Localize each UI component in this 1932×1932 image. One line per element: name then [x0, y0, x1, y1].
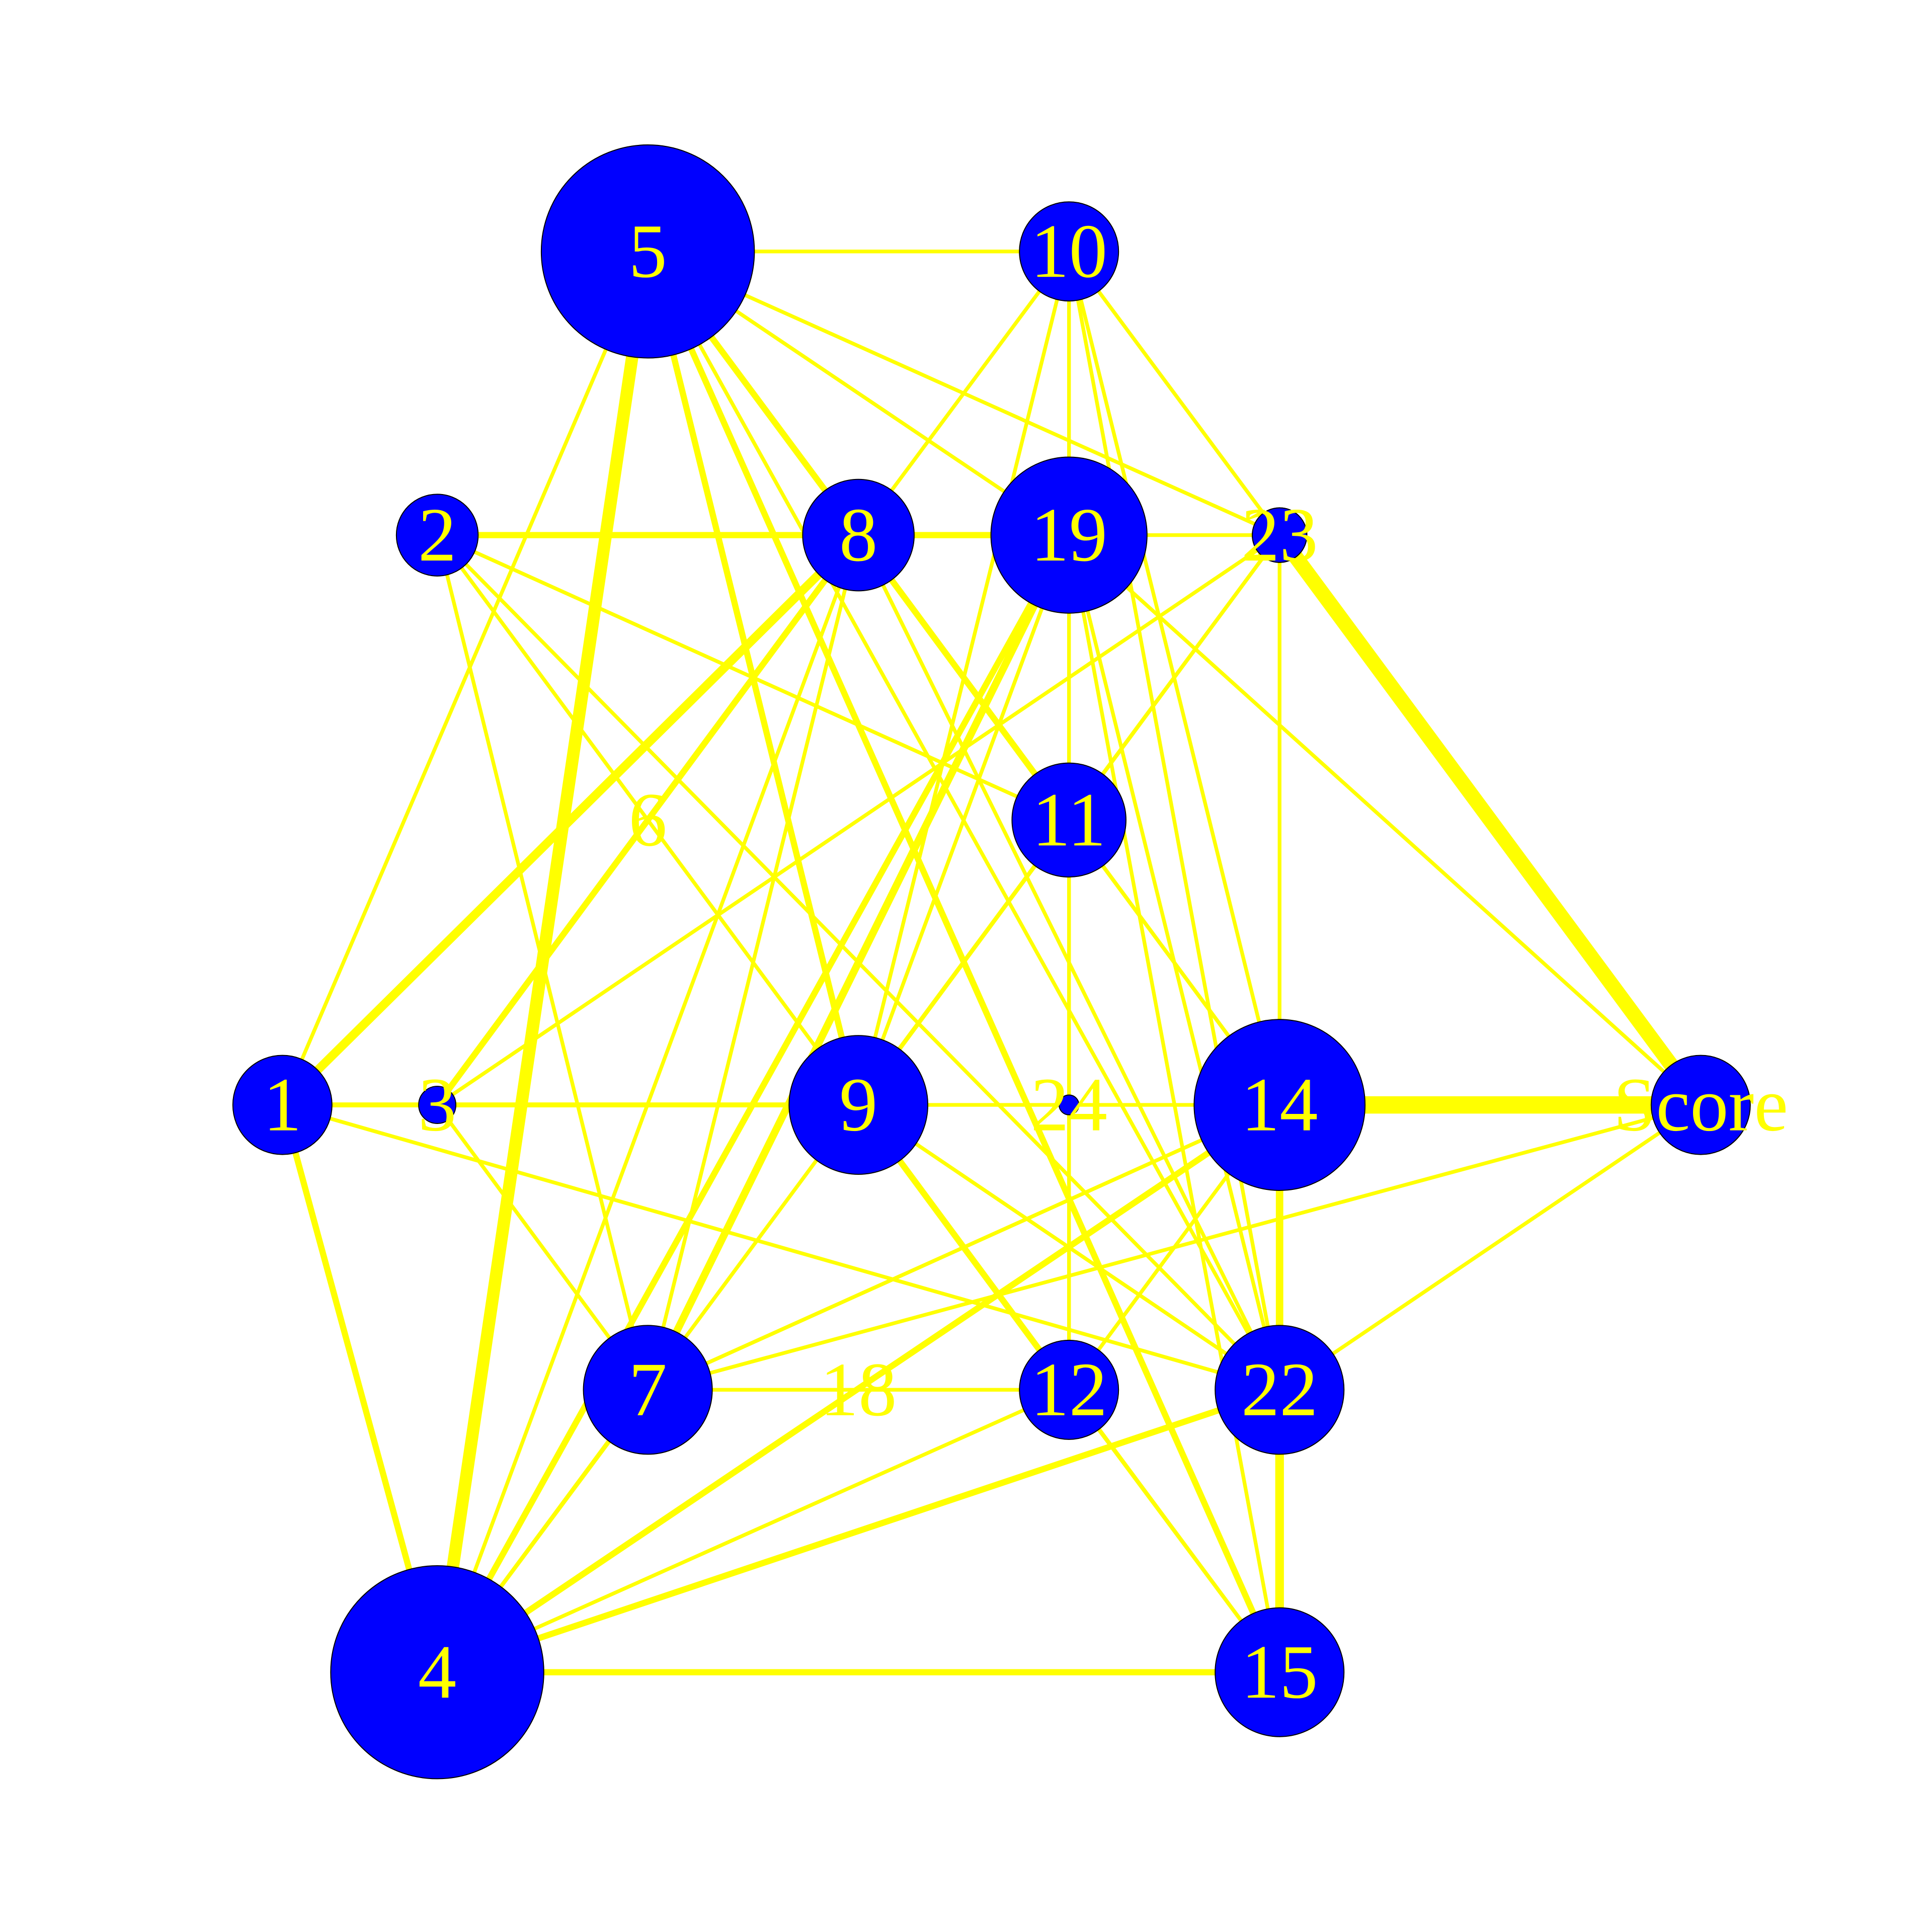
node-5: 5 [540, 144, 755, 359]
edge-23-3 [436, 533, 1281, 1107]
node-label-5: 5 [628, 209, 667, 294]
node-label-15: 15 [1241, 1630, 1318, 1715]
node-11: 11 [1011, 762, 1126, 878]
node-circle-15 [1215, 1607, 1345, 1737]
edge-5-1 [280, 251, 650, 1106]
node-label-4: 4 [418, 1630, 456, 1715]
node-layer: 1234567891011121314151819222324Score [232, 144, 1789, 1780]
node-circle-2 [395, 494, 479, 577]
node-label-9: 9 [839, 1063, 877, 1148]
edge-23-Score [1273, 530, 1707, 1109]
edge-19-9 [856, 534, 1071, 1106]
node-label-24: 24 [1030, 1063, 1107, 1148]
node-circle-3 [418, 1086, 457, 1124]
node-9: 9 [788, 1035, 929, 1175]
node-15: 15 [1215, 1607, 1345, 1737]
edge-10-8 [857, 250, 1071, 536]
node-circle-23 [1252, 507, 1308, 563]
node-label-23: 23 [1241, 493, 1318, 578]
node-circle-19 [990, 456, 1148, 614]
node-circle-8 [802, 478, 915, 592]
node-23: 23 [1241, 493, 1318, 578]
node-circle-5 [540, 144, 755, 359]
node-1: 1 [232, 1055, 333, 1155]
node-12: 12 [1019, 1339, 1119, 1440]
edge-7-14 [647, 1103, 1280, 1392]
edge-10-22 [1067, 251, 1281, 1391]
node-circle-11 [1011, 762, 1126, 878]
edge-22-4 [436, 1387, 1281, 1675]
node-label-11: 11 [1032, 777, 1106, 862]
edge-1-22 [282, 1103, 1280, 1392]
node-label-6: 6 [628, 777, 667, 862]
edge-layer [279, 250, 1707, 1675]
node-label-12: 12 [1030, 1347, 1107, 1432]
edge-19-7 [645, 533, 1073, 1392]
node-label-18: 18 [820, 1347, 897, 1432]
node-label-Score: Score [1614, 1063, 1789, 1148]
node-3: 3 [418, 1063, 456, 1148]
node-label-19: 19 [1030, 493, 1107, 578]
node-Score: Score [1614, 1055, 1789, 1155]
edge-10-23 [1067, 250, 1281, 536]
node-8: 8 [802, 478, 915, 592]
node-circle-22 [1215, 1325, 1345, 1455]
edge-19-Score [1068, 533, 1702, 1106]
node-7: 7 [583, 1325, 713, 1455]
edge-Score-22 [1278, 1103, 1702, 1392]
node-22: 22 [1215, 1325, 1345, 1455]
node-circle-Score [1650, 1055, 1751, 1155]
node-6: 6 [628, 777, 667, 862]
node-19: 19 [990, 456, 1148, 614]
node-circle-24 [1059, 1094, 1080, 1115]
edge-8-7 [646, 534, 860, 1391]
edge-8-11 [856, 533, 1072, 822]
node-circle-7 [583, 1325, 713, 1455]
node-14: 14 [1193, 1019, 1366, 1191]
node-label-14: 14 [1241, 1063, 1318, 1148]
node-label-2: 2 [418, 493, 456, 578]
node-circle-14 [1193, 1019, 1366, 1191]
node-circle-9 [788, 1035, 929, 1175]
node-label-7: 7 [628, 1347, 667, 1432]
node-label-3: 3 [418, 1063, 456, 1148]
node-label-10: 10 [1030, 209, 1107, 294]
edge-8-1 [279, 532, 862, 1108]
node-circle-10 [1019, 201, 1119, 302]
edge-4-12 [436, 1388, 1070, 1674]
node-label-8: 8 [839, 493, 877, 578]
node-4: 4 [330, 1565, 544, 1780]
edge-8-3 [435, 533, 861, 1107]
node-18: 18 [820, 1347, 897, 1432]
node-circle-12 [1019, 1339, 1119, 1440]
edge-Score-7 [647, 1103, 1702, 1392]
node-label-22: 22 [1241, 1347, 1318, 1432]
node-2: 2 [395, 493, 479, 578]
node-24: 24 [1030, 1063, 1107, 1148]
node-circle-1 [232, 1055, 333, 1155]
node-10: 10 [1019, 201, 1119, 302]
node-label-1: 1 [263, 1063, 301, 1148]
node-circle-4 [330, 1565, 544, 1780]
